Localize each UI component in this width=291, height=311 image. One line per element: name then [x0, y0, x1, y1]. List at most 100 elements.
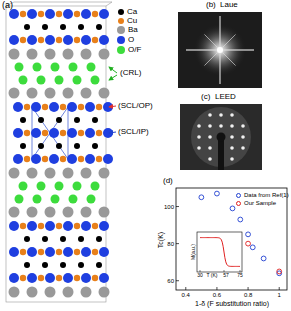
magnetization-curve: [200, 238, 240, 267]
barium-atom: [99, 168, 110, 179]
atom-swatch: [118, 18, 124, 24]
oxygen-atom: [63, 9, 73, 19]
electron-gun-head: [217, 133, 226, 142]
calcium-atom: [42, 262, 48, 268]
unit-cell: [6, 6, 106, 302]
laue-background: [178, 12, 262, 88]
inset-tick-label: 30: [197, 273, 203, 278]
oxyfluoride-atom: [73, 76, 82, 85]
y-tick: [176, 280, 179, 281]
barium-atom: [9, 88, 20, 99]
barium-atom: [27, 168, 38, 179]
calcium-atom: [20, 117, 26, 123]
copper-atom: [20, 223, 26, 229]
leed-spot: [230, 157, 234, 161]
oxygen-atom: [27, 247, 37, 257]
plot-legend: Our Sample: [236, 200, 276, 206]
oxyfluoride-atom: [51, 63, 60, 72]
oxygen-atom: [45, 247, 55, 257]
atom-swatch: [117, 36, 125, 44]
barium-atom: [99, 207, 110, 218]
oxyfluoride-atom: [33, 195, 42, 204]
oxyfluoride-atom: [55, 76, 64, 85]
axis-label: Tc(K): [157, 232, 164, 248]
leed-spot: [197, 124, 201, 128]
oxyfluoride-atom: [73, 182, 82, 191]
barium-atom: [81, 287, 92, 298]
inset-tick-label: 75: [237, 273, 243, 278]
copper-atom: [74, 37, 80, 43]
barium-atom: [81, 168, 92, 179]
image-label: LEED: [215, 93, 236, 101]
leed-spot: [208, 157, 212, 161]
calcium-atom: [96, 262, 102, 268]
oxyfluoride-atom: [87, 63, 96, 72]
tick-label: 60: [167, 278, 174, 284]
tc-plot: [176, 188, 287, 290]
oxyfluoride-atom: [87, 195, 96, 204]
copper-atom: [92, 275, 98, 281]
leed-spot: [208, 146, 212, 150]
x-tick: [216, 287, 217, 290]
oxygen-atom: [9, 9, 19, 19]
axis-label: 1-δ (F substitution ratio): [195, 300, 269, 307]
copper-atom: [38, 37, 44, 43]
copper-atom: [56, 11, 62, 17]
barium-atom: [63, 88, 74, 99]
calcium-atom: [42, 236, 48, 242]
panel-label: (d): [163, 177, 173, 185]
leed-spot: [197, 135, 201, 139]
oxygen-atom: [81, 9, 91, 19]
oxyfluoride-atom: [19, 182, 28, 191]
leed-spot: [219, 124, 223, 128]
copper-atom: [20, 249, 26, 255]
laue-streak: [204, 50, 220, 66]
leed-spot: [230, 146, 234, 150]
copper-atom: [78, 130, 84, 136]
oxyfluoride-atom: [51, 195, 60, 204]
copper-atom: [38, 11, 44, 17]
copper-atom: [92, 37, 98, 43]
oxyfluoride-atom: [69, 195, 78, 204]
calcium-atom: [74, 143, 80, 149]
inset-tick: [224, 270, 225, 272]
barium-atom: [27, 207, 38, 218]
panel-label: (c): [201, 93, 210, 101]
oxyfluoride-atom: [37, 182, 46, 191]
leed-spot: [241, 146, 245, 150]
copper-atom: [56, 223, 62, 229]
tick-label: 100: [164, 204, 174, 210]
oxygen-atom: [85, 102, 95, 112]
laue-streak: [220, 49, 254, 50]
calcium-atom: [56, 143, 62, 149]
copper-atom: [20, 37, 26, 43]
barium-atom: [81, 88, 92, 99]
oxyfluoride-atom: [55, 182, 64, 191]
oxygen-atom: [99, 221, 109, 231]
oxygen-atom: [99, 273, 109, 283]
layer-arrow: [109, 67, 117, 73]
leed-spot: [208, 113, 212, 117]
y-tick: [176, 206, 179, 207]
copper-atom: [24, 104, 30, 110]
legend-text: Our Sample: [244, 200, 276, 206]
legend-text: Ba: [128, 26, 138, 34]
oxygen-atom: [27, 35, 37, 45]
oxyfluoride-atom: [15, 195, 24, 204]
marker-sample: [236, 193, 241, 198]
atom-swatch: [117, 26, 125, 34]
calcium-atom: [60, 236, 66, 242]
x-tick: [185, 287, 186, 290]
calcium-atom: [42, 24, 48, 30]
leed-spot: [208, 135, 212, 139]
layer-arrow: [109, 106, 116, 107]
leed-background: [180, 104, 262, 170]
oxyfluoride-atom: [69, 63, 78, 72]
layer-arrow: [109, 132, 116, 133]
data-point-ref: [199, 195, 204, 200]
barium-atom: [81, 49, 92, 60]
oxygen-atom: [9, 221, 19, 231]
oxygen-atom: [67, 128, 77, 138]
barium-atom: [45, 49, 56, 60]
copper-atom: [56, 249, 62, 255]
